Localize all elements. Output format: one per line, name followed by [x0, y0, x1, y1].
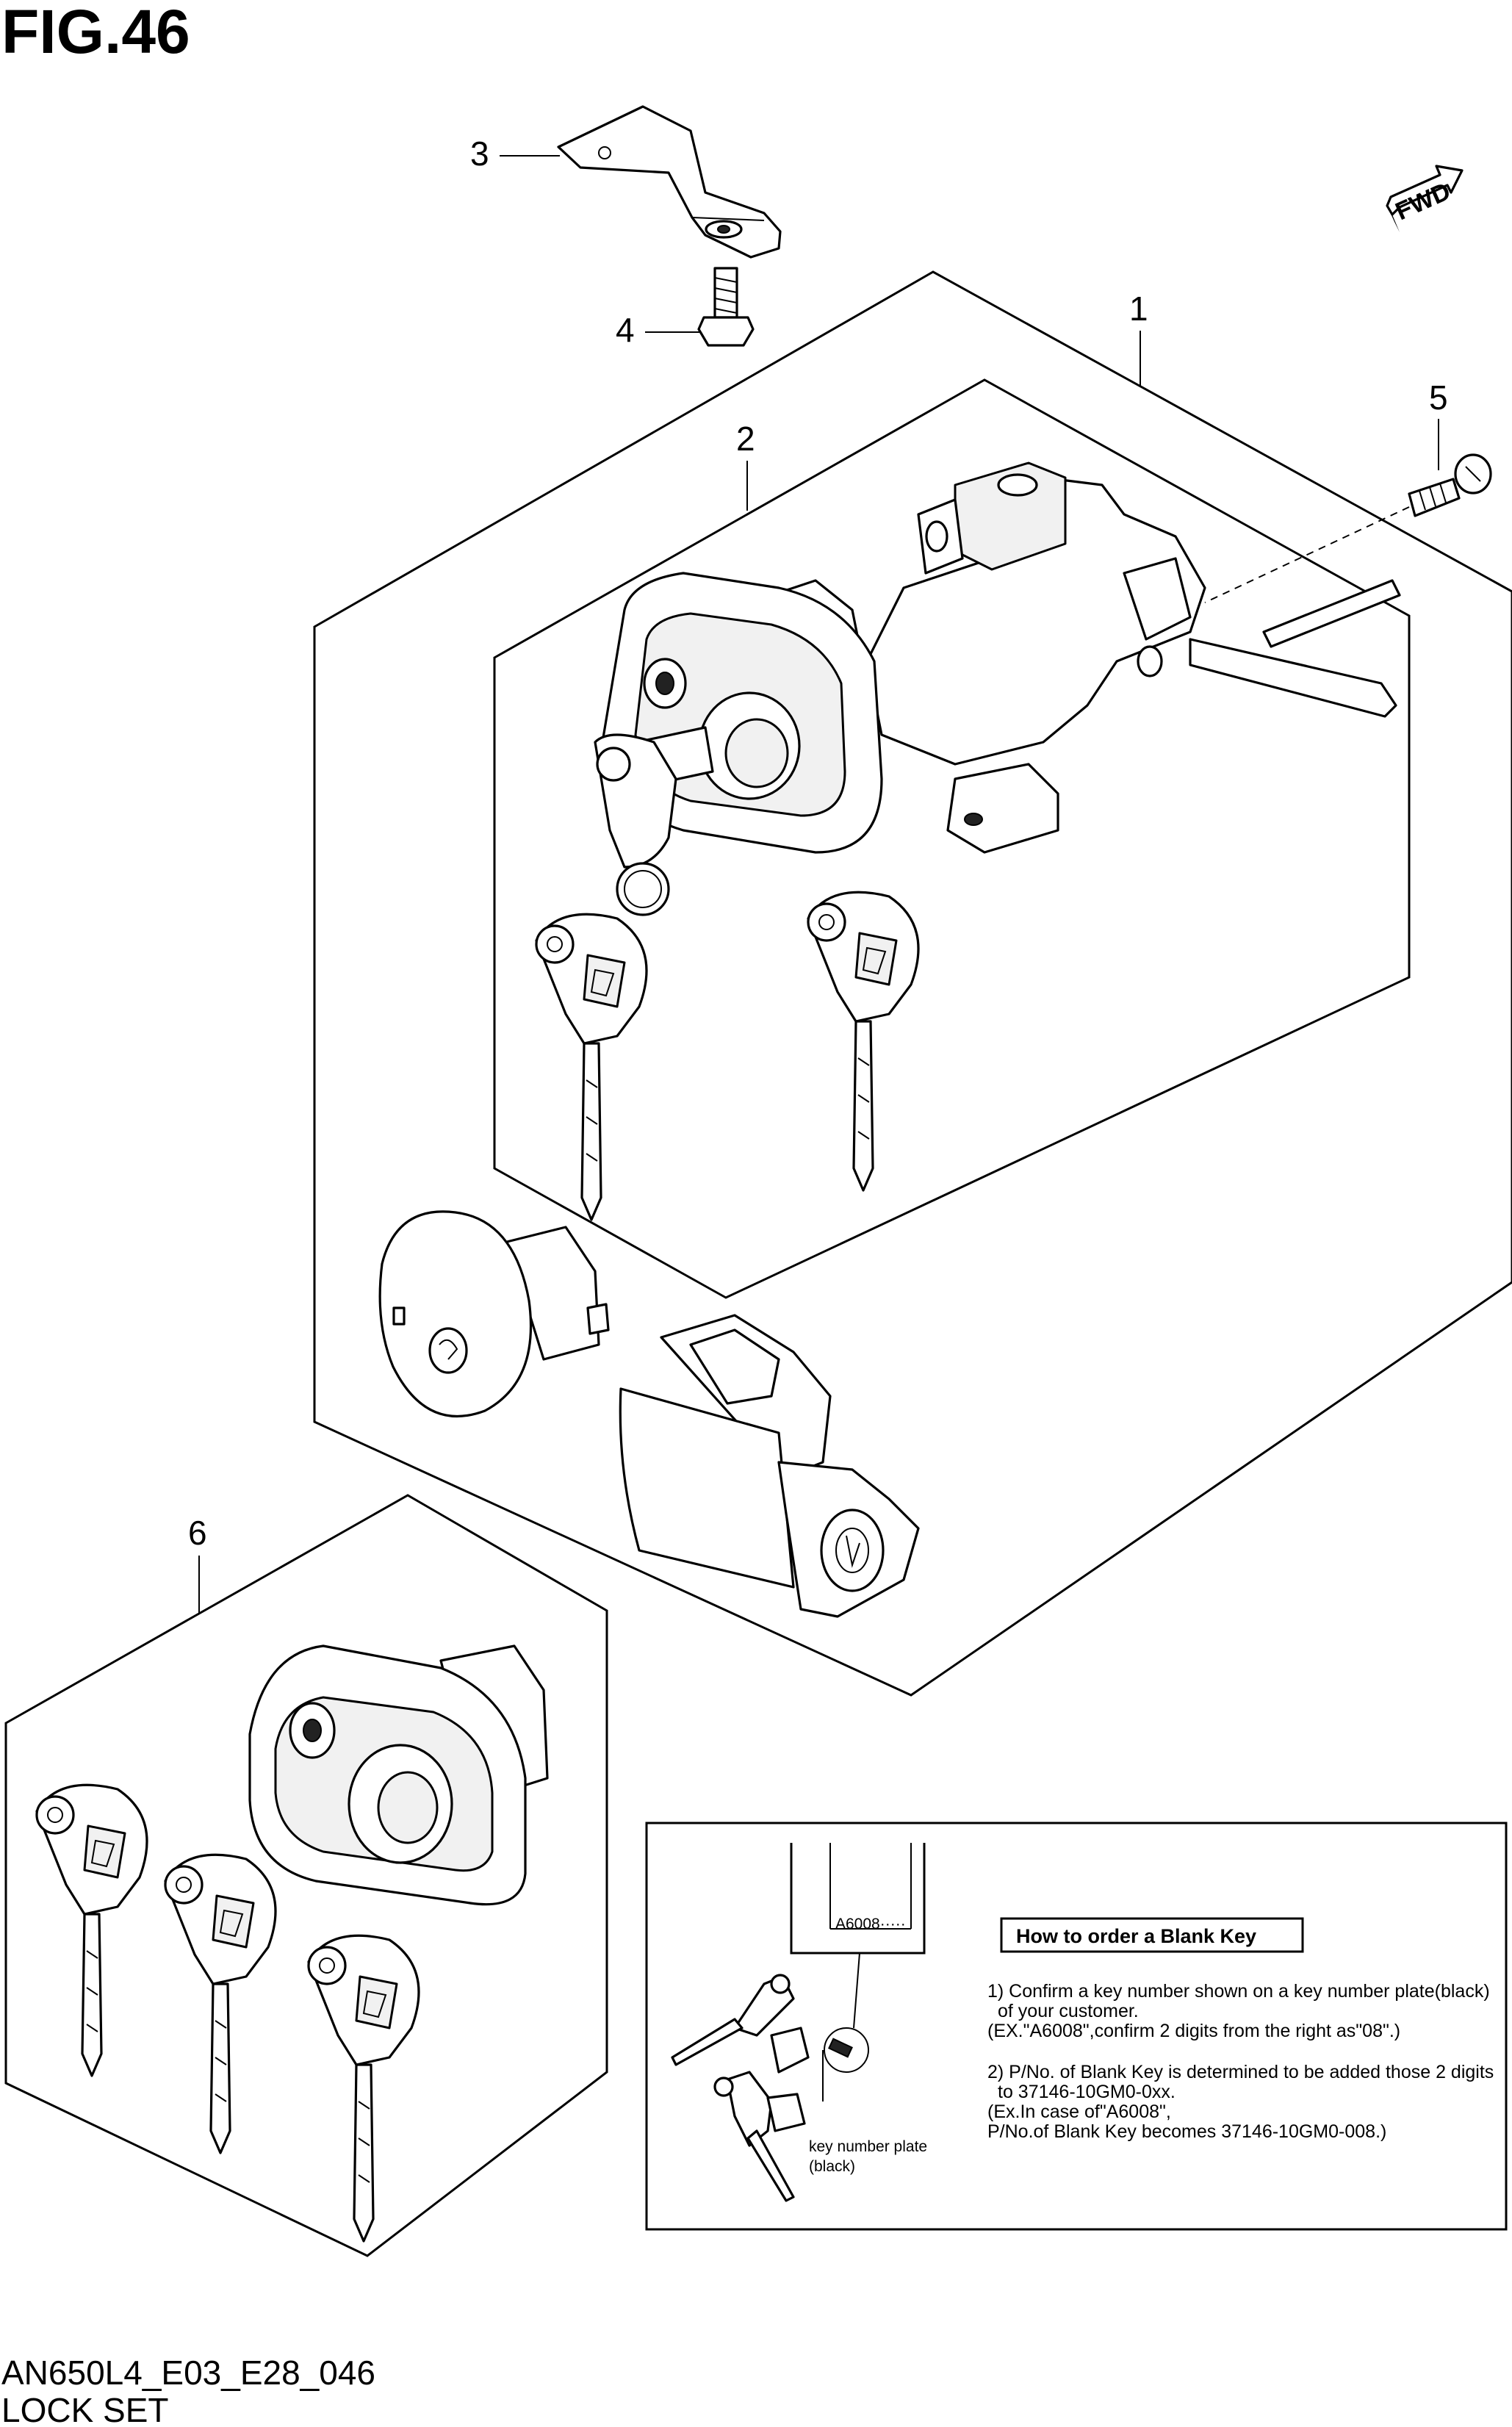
- lock-set-part-6: [248, 1644, 549, 1906]
- figure-code: AN650L4_E03_E28_046: [1, 2354, 375, 2392]
- instruction-1-line-2: of your customer.: [998, 2001, 1139, 2021]
- svg-text:4: 4: [616, 311, 635, 349]
- key-number-plate-color: (black): [809, 2158, 855, 2175]
- key-icon: [535, 913, 648, 1221]
- callout-3: 3: [470, 134, 560, 173]
- instruction-1-line-3: (EX."A6008",confirm 2 digits from the ri…: [987, 2021, 1400, 2041]
- svg-text:5: 5: [1429, 378, 1448, 417]
- callout-5: 5: [1429, 378, 1448, 470]
- svg-text:6: 6: [188, 1514, 207, 1552]
- info-heading-box: [1000, 1917, 1304, 1953]
- callout-2: 2: [736, 420, 755, 511]
- blank-key-info-box: A6008····· key number plate (black) How …: [645, 1822, 1508, 2231]
- key-icon: [307, 1934, 420, 2243]
- key-icon: [671, 1974, 810, 2074]
- instruction-1-line-1: 1) Confirm a key number shown on a key n…: [987, 1981, 1490, 2002]
- bolt-part-4: [697, 267, 755, 347]
- assembly-frame-1: [313, 270, 1512, 1697]
- instruction-2-line-3: (Ex.In case of"A6008",: [987, 2101, 1171, 2122]
- key-icon: [35, 1783, 148, 2077]
- instruction-2-line-2: to 37146-10GM0-0xx.: [998, 2082, 1176, 2102]
- assembly-frame-6: [4, 1494, 608, 2257]
- callout-6: 6: [188, 1514, 207, 1613]
- assembly-frame-2: [493, 378, 1411, 1299]
- info-heading: How to order a Blank Key: [1016, 1925, 1256, 1947]
- key-number-plate-callout: [790, 1843, 926, 1955]
- cap-lock-part: [378, 1210, 610, 1417]
- key-icon: [713, 2071, 806, 2202]
- forward-arrow-icon: FWD: [1386, 165, 1464, 232]
- figure-title: FIG.46: [1, 0, 190, 66]
- key-number-plate-code: A6008·····: [835, 1916, 906, 1932]
- instruction-2-line-4: P/No.of Blank Key becomes 37146-10GM0-00…: [987, 2121, 1386, 2142]
- bracket-part-3: [557, 105, 782, 259]
- key-number-plate-label: key number plate: [809, 2138, 927, 2155]
- figure-name: LOCK SET: [1, 2391, 169, 2427]
- instruction-2-line-1: 2) P/No. of Blank Key is determined to b…: [987, 2062, 1494, 2082]
- screw-part-5: [1204, 453, 1492, 603]
- svg-text:1: 1: [1129, 290, 1148, 328]
- key-icon: [164, 1853, 277, 2154]
- svg-text:3: 3: [470, 134, 489, 173]
- key-icon: [807, 891, 920, 1192]
- callout-4: 4: [616, 311, 707, 349]
- callout-1: 1: [1129, 290, 1148, 386]
- seat-lock-part: [619, 1314, 920, 1618]
- svg-text:2: 2: [736, 420, 755, 458]
- ignition-lock-part-2: [594, 461, 1401, 916]
